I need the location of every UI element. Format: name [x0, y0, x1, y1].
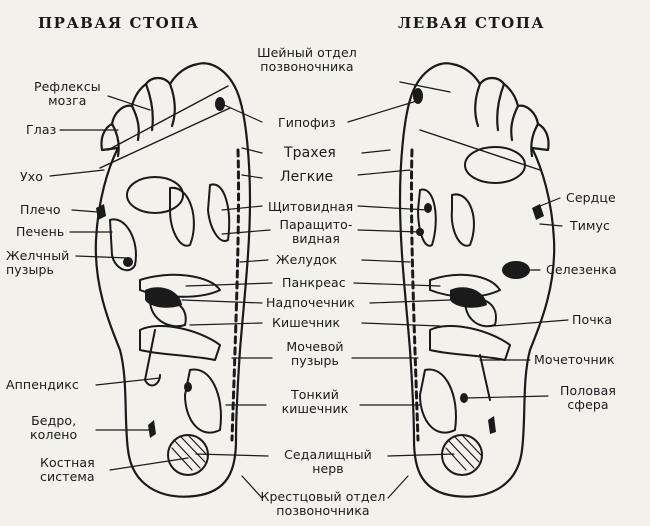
label-intestine: Кишечник [272, 316, 340, 330]
label-lungs: Легкие [280, 170, 333, 184]
label-small-intestine: Тонкий кишечник [270, 388, 360, 416]
label-adrenal: Надпочечник [266, 296, 355, 310]
left-foot-outline [400, 63, 554, 496]
label-liver: Печень [16, 225, 64, 239]
label-trachea: Трахея [284, 146, 336, 160]
right-foot-title: ПРАВАЯ СТОПА [38, 14, 200, 32]
label-pituitary: Гипофиз [278, 116, 336, 130]
label-gallbladder: Желчный пузырь [6, 249, 69, 277]
label-kidney: Почка [572, 313, 612, 327]
label-heart: Сердце [566, 191, 616, 205]
label-ureter: Мочеточник [534, 353, 615, 367]
label-stomach: Желудок [276, 253, 337, 267]
label-parathyroid: Паращито- видная [276, 218, 356, 246]
label-spleen: Селезенка [546, 263, 617, 277]
left-heel-hatch [442, 435, 482, 475]
label-ear: Ухо [20, 170, 43, 184]
label-sciatic-nerve: Седалищный нерв [268, 448, 388, 476]
label-bladder: Мочевой пузырь [280, 340, 350, 368]
label-bone-system: Костная система [40, 456, 95, 484]
label-cervical-spine: Шейный отдел позвоночника [252, 46, 362, 74]
label-eye: Глаз [26, 123, 56, 137]
label-thyroid: Щитовидная [268, 200, 353, 214]
label-sacral-spine: Крестцовый отдел позвоночника [248, 490, 398, 518]
left-foot-title: ЛЕВАЯ СТОПА [398, 14, 545, 32]
label-appendix: Аппендикс [6, 378, 79, 392]
label-genital: Половая сфера [552, 384, 624, 412]
label-brain-reflexes: Рефлексы мозга [34, 80, 101, 108]
right-foot-outline [96, 63, 250, 496]
label-hip-knee: Бедро, колено [30, 414, 77, 442]
label-pancreas: Панкреас [282, 276, 346, 290]
right-heel-hatch [168, 435, 208, 475]
label-thymus: Тимус [570, 219, 610, 233]
label-shoulder: Плечо [20, 203, 61, 217]
